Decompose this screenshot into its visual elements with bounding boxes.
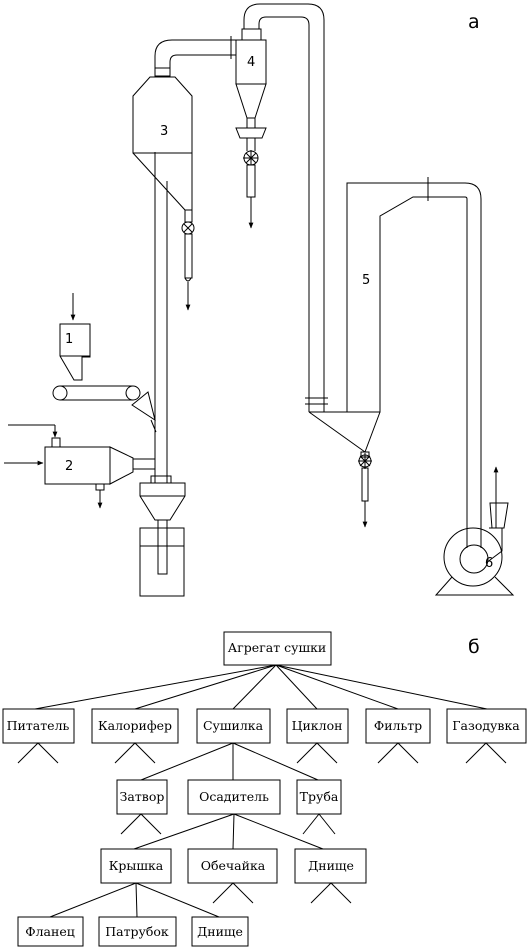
panel-label-b: б xyxy=(468,636,480,658)
process-scheme: а 1 2 xyxy=(4,3,515,597)
tree-node-lid-bottom: Днище xyxy=(191,916,249,947)
tree-node-heater: Калорифер xyxy=(91,708,179,764)
tree-node-feeder-label: Питатель xyxy=(7,718,70,733)
settler: 3 xyxy=(132,67,195,311)
tree-connectors-root xyxy=(34,664,488,710)
feeder-hopper: 1 xyxy=(59,293,91,381)
duct-settler-cyclone xyxy=(154,36,236,68)
filter: 5 xyxy=(308,177,482,528)
tree-node-dryer-label: Сушилка xyxy=(203,718,264,733)
bottom-receiver xyxy=(139,475,186,597)
gas-blower: 6 xyxy=(434,466,515,596)
tree-node-pipe: Труба xyxy=(296,779,342,835)
tree-node-root: Агрегат сушки xyxy=(223,631,332,666)
tree-node-flange-label: Фланец xyxy=(25,924,75,939)
hierarchy-tree: б Агрегат сушки Питатель Калорифер xyxy=(2,631,527,947)
tree-node-cyclone: Циклон xyxy=(286,708,349,764)
tree-node-shell: Обечайка xyxy=(187,848,278,904)
tree-node-gate-label: Затвор xyxy=(120,789,165,804)
tree-node-root-label: Агрегат сушки xyxy=(228,640,326,655)
dryer-tube xyxy=(154,152,168,483)
tree-node-heater-label: Калорифер xyxy=(98,718,172,733)
tree-node-lid-bottom-label: Днище xyxy=(197,924,243,939)
tree-connectors-settler xyxy=(133,813,324,850)
tree-node-shell-label: Обечайка xyxy=(201,858,266,873)
duct-filter-blower xyxy=(466,199,482,548)
equipment-number-5: 5 xyxy=(362,273,370,288)
tree-node-lid-label: Крышка xyxy=(109,858,164,873)
belt-conveyor xyxy=(52,385,141,401)
equipment-number-1: 1 xyxy=(65,332,73,347)
tree-node-gate: Затвор xyxy=(116,779,168,835)
tree-node-nozzle-label: Патрубок xyxy=(105,924,169,939)
tree-node-lid: Крышка xyxy=(100,848,172,884)
feed-chute xyxy=(131,391,156,422)
equipment-number-4: 4 xyxy=(247,55,255,70)
panel-label-a: а xyxy=(468,11,480,33)
equipment-number-2: 2 xyxy=(65,459,73,474)
tree-node-feeder: Питатель xyxy=(2,708,75,764)
equipment-number-3: 3 xyxy=(160,124,168,139)
cyclone: 4 xyxy=(235,28,267,229)
tree-node-flange: Фланец xyxy=(17,916,84,947)
equipment-number-6: 6 xyxy=(485,556,493,571)
tree-connectors-lid xyxy=(49,882,220,918)
tree-node-nozzle: Патрубок xyxy=(98,916,177,947)
tree-node-blower: Газодувка xyxy=(446,708,527,764)
tree-node-dryer: Сушилка xyxy=(196,708,271,744)
tree-connectors-dryer xyxy=(140,742,319,781)
tree-node-settler: Осадитель xyxy=(187,779,281,815)
tree-node-filter-label: Фильтр xyxy=(374,718,422,733)
tree-node-filter: Фильтр xyxy=(365,708,431,764)
tree-node-bottom: Днище xyxy=(294,848,367,904)
duct-cyclone-filter xyxy=(243,3,328,412)
tree-node-blower-label: Газодувка xyxy=(452,718,520,733)
tree-node-settler-label: Осадитель xyxy=(199,789,269,804)
air-heater: 2 xyxy=(4,424,156,509)
tree-node-pipe-label: Труба xyxy=(300,789,339,804)
tree-node-cyclone-label: Циклон xyxy=(292,718,343,733)
tree-node-bottom-label: Днище xyxy=(308,858,354,873)
